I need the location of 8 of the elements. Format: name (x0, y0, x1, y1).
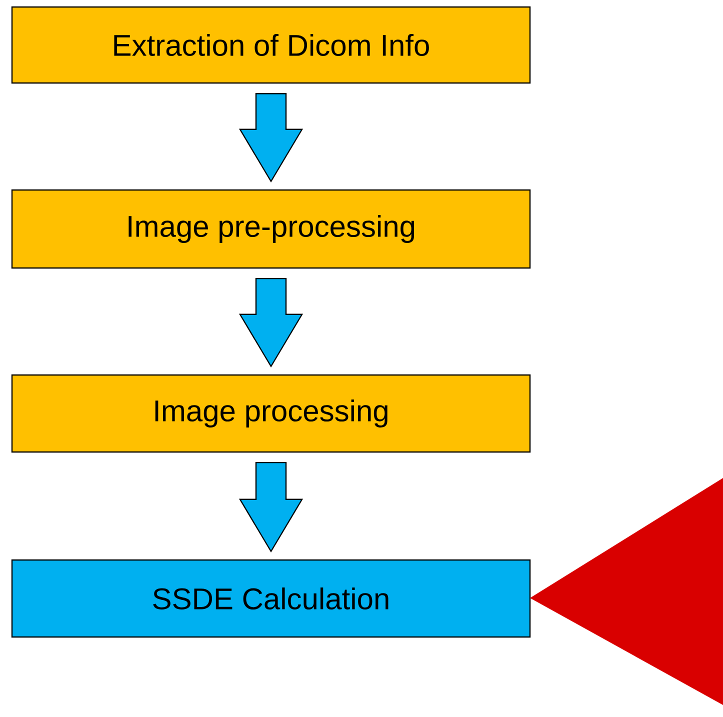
callout-wedge (530, 478, 723, 705)
process-box: SSDE Calculation (11, 559, 531, 638)
process-box: Extraction of Dicom Info (11, 6, 531, 84)
block-arrow (238, 93, 304, 183)
process-box: Image pre-processing (11, 189, 531, 269)
block-arrow (238, 462, 304, 553)
block-arrow (238, 278, 304, 368)
process-box: Image processing (11, 374, 531, 453)
